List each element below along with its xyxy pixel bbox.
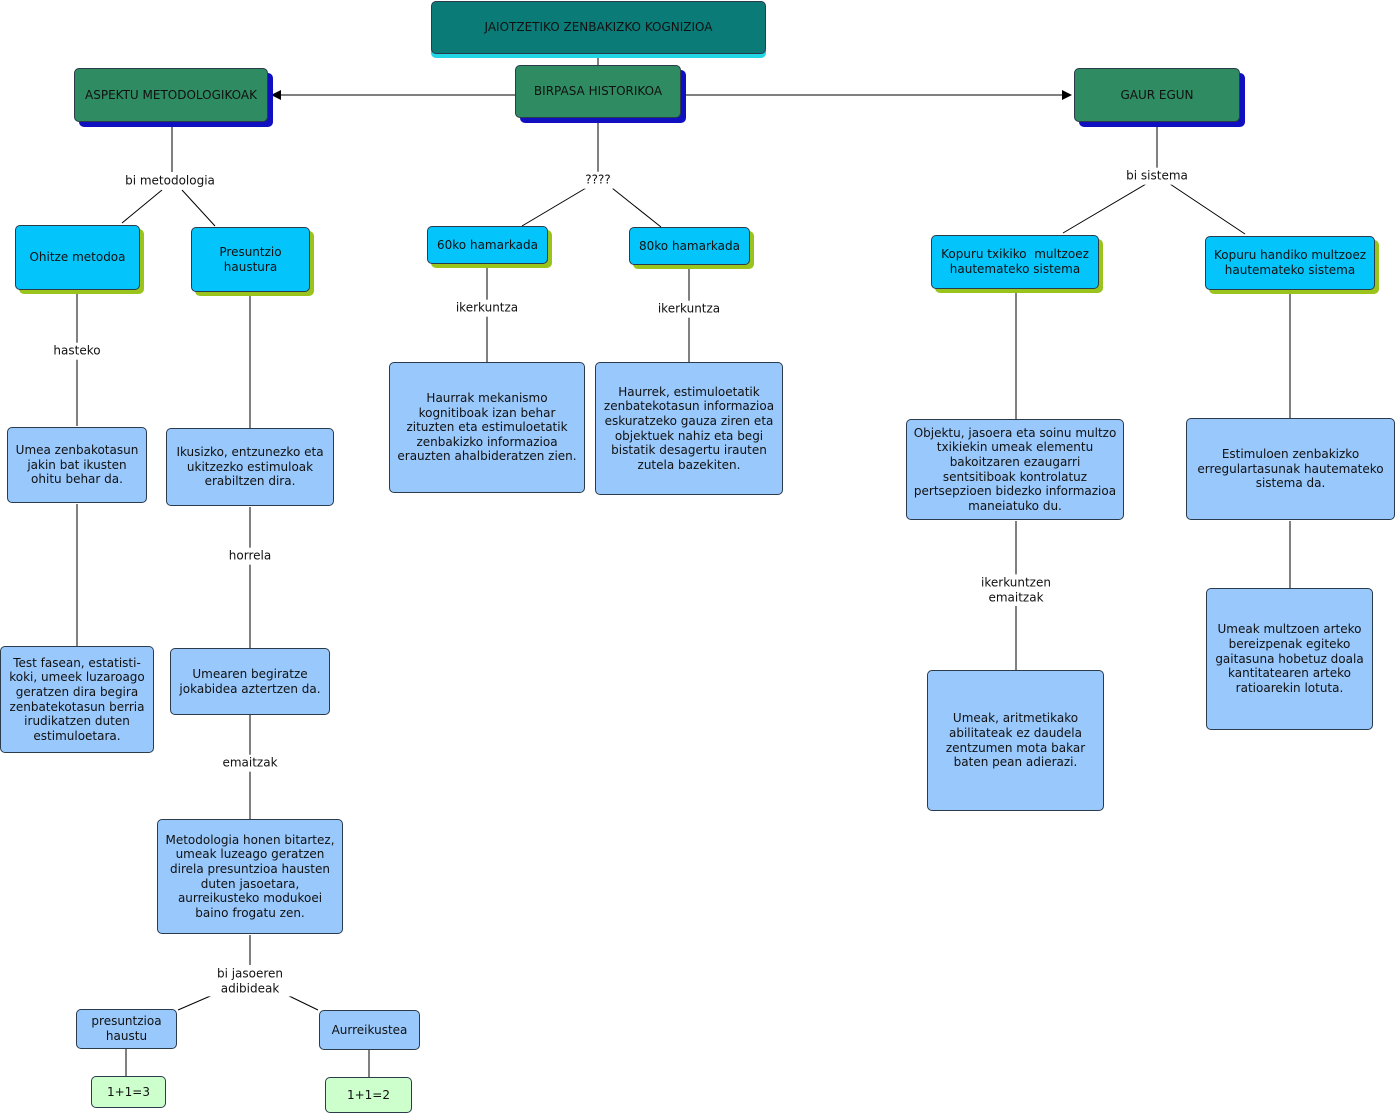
- node-metodologikoak[interactable]: ASPEKTU METODOLOGIKOAK: [74, 68, 268, 122]
- node-gaur-egun-label: GAUR EGUN: [1120, 87, 1194, 102]
- node-eq-1[interactable]: 1+1=3: [91, 1076, 166, 1108]
- node-metodologia-honen-label: Metodologia honen bitartez, umeak luzeag…: [165, 832, 335, 920]
- node-metodologikoak-label: ASPEKTU METODOLOGIKOAK: [85, 87, 257, 102]
- node-gaur-egun[interactable]: GAUR EGUN: [1074, 68, 1240, 122]
- node-haurrak-mekanismo[interactable]: Haurrak mekanismo kognitiboak izan behar…: [389, 362, 585, 493]
- node-umeak-multzoen-label: Umeak multzoen arteko bereizpenak egitek…: [1215, 622, 1364, 695]
- node-umearen-begiratze-label: Umearen begiratze jokabidea aztertzen da…: [179, 666, 321, 696]
- node-kopuru-txikiko[interactable]: Kopuru txikiko multzoez hautemateko sist…: [931, 235, 1099, 289]
- node-umearen-begiratze[interactable]: Umearen begiratze jokabidea aztertzen da…: [170, 648, 330, 715]
- node-eq-1-label: 1+1=3: [106, 1084, 150, 1099]
- node-metodologia-honen[interactable]: Metodologia honen bitartez, umeak luzeag…: [157, 819, 343, 934]
- node-objektu-jasoera[interactable]: Objektu, jasoera eta soinu multzo txikie…: [906, 419, 1124, 520]
- node-umea-jakin-label: Umea zenbakotasun jakin bat ikusten ohit…: [15, 443, 139, 487]
- node-umea-jakin[interactable]: Umea zenbakotasun jakin bat ikusten ohit…: [7, 427, 147, 503]
- node-ikusizko-label: Ikusizko, entzunezko eta ukitzezko estim…: [176, 445, 324, 489]
- node-haurrak-mekanismo-label: Haurrak mekanismo kognitiboak izan behar…: [397, 390, 577, 464]
- node-historikoa-label: BIRPASA HISTORIKOA: [533, 84, 663, 99]
- node-presuntzio-haustura[interactable]: Presuntzio haustura: [191, 227, 310, 292]
- node-root[interactable]: JAIOTZETIKO ZENBAKIZKO KOGNIZIOA: [431, 1, 766, 54]
- node-objektu-jasoera-label: Objektu, jasoera eta soinu multzo txikie…: [913, 425, 1117, 513]
- link-emaitzak: emaitzak: [219, 754, 281, 772]
- node-haurrek-estimulo[interactable]: Haurrek, estimuloetatik zenbatekotasun i…: [595, 362, 783, 495]
- node-haurrek-estimulo-label: Haurrek, estimuloetatik zenbatekotasun i…: [603, 384, 775, 472]
- node-kopuru-txikiko-label: Kopuru txikiko multzoez hautemateko sist…: [941, 247, 1093, 276]
- node-ikusizko[interactable]: Ikusizko, entzunezko eta ukitzezko estim…: [166, 428, 334, 506]
- node-presuntzio-haustura-label: Presuntzio haustura: [219, 244, 282, 274]
- node-umeak-aritmetikako[interactable]: Umeak, aritmetikako abilitateak ez daude…: [927, 670, 1104, 811]
- node-presuntzioa-haustu-label: presuntzioa haustu: [91, 1014, 162, 1043]
- node-hamarkada-80[interactable]: 80ko hamarkada: [629, 227, 750, 265]
- link-horrela: horrela: [225, 547, 275, 565]
- node-eq-2[interactable]: 1+1=2: [325, 1077, 412, 1113]
- link-question: ????: [582, 171, 614, 189]
- node-umeak-aritmetikako-label: Umeak, aritmetikako abilitateak ez daude…: [945, 711, 1086, 770]
- node-kopuru-handiko-label: Kopuru handiko multzoez hautemateko sist…: [1213, 248, 1367, 277]
- node-historikoa[interactable]: BIRPASA HISTORIKOA: [515, 65, 681, 118]
- node-estimuloen[interactable]: Estimuloen zenbakizko erregulartasunak h…: [1186, 418, 1395, 520]
- node-hamarkada-60[interactable]: 60ko hamarkada: [427, 226, 548, 264]
- node-eq-2-label: 1+1=2: [346, 1087, 390, 1102]
- link-hasteko: hasteko: [50, 342, 104, 360]
- node-test-fasean[interactable]: Test fasean, estatisti-koki, umeek luzar…: [0, 646, 154, 753]
- node-root-label: JAIOTZETIKO ZENBAKIZKO KOGNIZIOA: [484, 20, 713, 35]
- link-bi-metodologia: bi metodologia: [122, 172, 218, 190]
- link-ikerkuntza-80: ikerkuntza: [654, 300, 724, 318]
- node-aurreikustea[interactable]: Aurreikustea: [319, 1010, 420, 1050]
- link-bi-sistema: bi sistema: [1123, 167, 1191, 185]
- node-estimuloen-label: Estimuloen zenbakizko erregulartasunak h…: [1197, 447, 1384, 491]
- node-test-fasean-label: Test fasean, estatisti-koki, umeek luzar…: [9, 655, 145, 743]
- node-ohitze[interactable]: Ohitze metodoa: [15, 225, 140, 290]
- link-ikerkuntza-60: ikerkuntza: [452, 299, 522, 317]
- node-aurreikustea-label: Aurreikustea: [331, 1022, 408, 1037]
- node-hamarkada-60-label: 60ko hamarkada: [437, 237, 538, 252]
- link-bi-jasoeren-adibideak: bi jasoeren adibideak: [207, 965, 293, 997]
- node-presuntzioa-haustu[interactable]: presuntzioa haustu: [76, 1009, 177, 1049]
- link-ikerkuntzen-emaitzak: ikerkuntzen emaitzak: [973, 574, 1059, 606]
- node-ohitze-label: Ohitze metodoa: [29, 250, 126, 265]
- node-umeak-multzoen[interactable]: Umeak multzoen arteko bereizpenak egitek…: [1206, 588, 1373, 730]
- node-kopuru-handiko[interactable]: Kopuru handiko multzoez hautemateko sist…: [1205, 236, 1375, 290]
- node-hamarkada-80-label: 80ko hamarkada: [639, 238, 740, 253]
